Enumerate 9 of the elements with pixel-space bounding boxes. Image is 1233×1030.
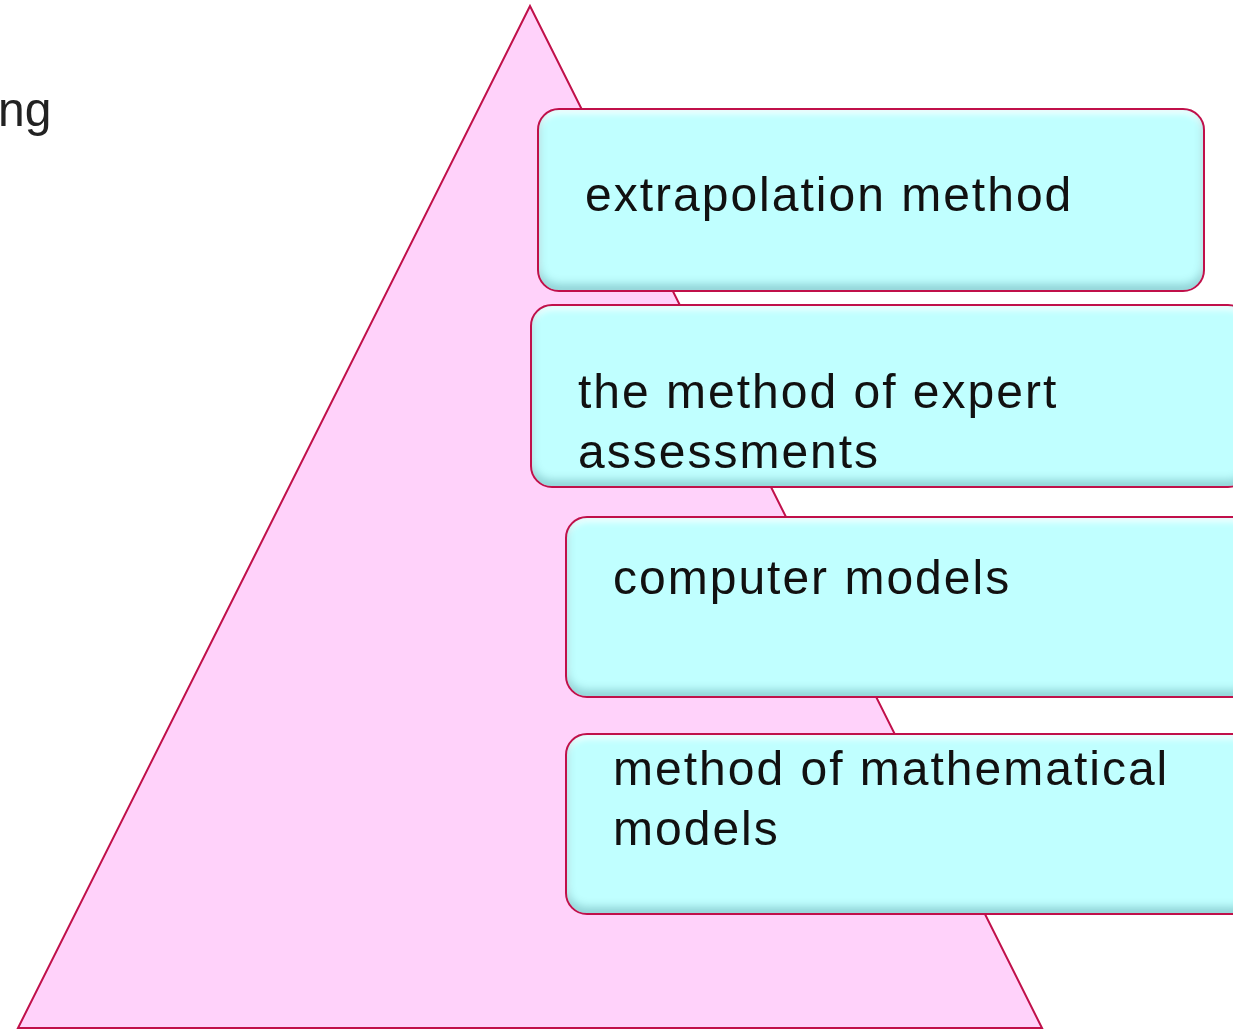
method-box — [537, 108, 1205, 292]
text-fragment: ng — [0, 82, 52, 137]
method-label: extrapolation method — [585, 167, 1075, 223]
method-box — [530, 304, 1233, 488]
method-label: the method of expert assessments — [578, 364, 1060, 480]
method-box — [565, 733, 1233, 915]
method-label: computer models — [613, 550, 1013, 606]
method-label: method of mathematical models — [613, 741, 1171, 857]
method-box — [565, 516, 1233, 698]
